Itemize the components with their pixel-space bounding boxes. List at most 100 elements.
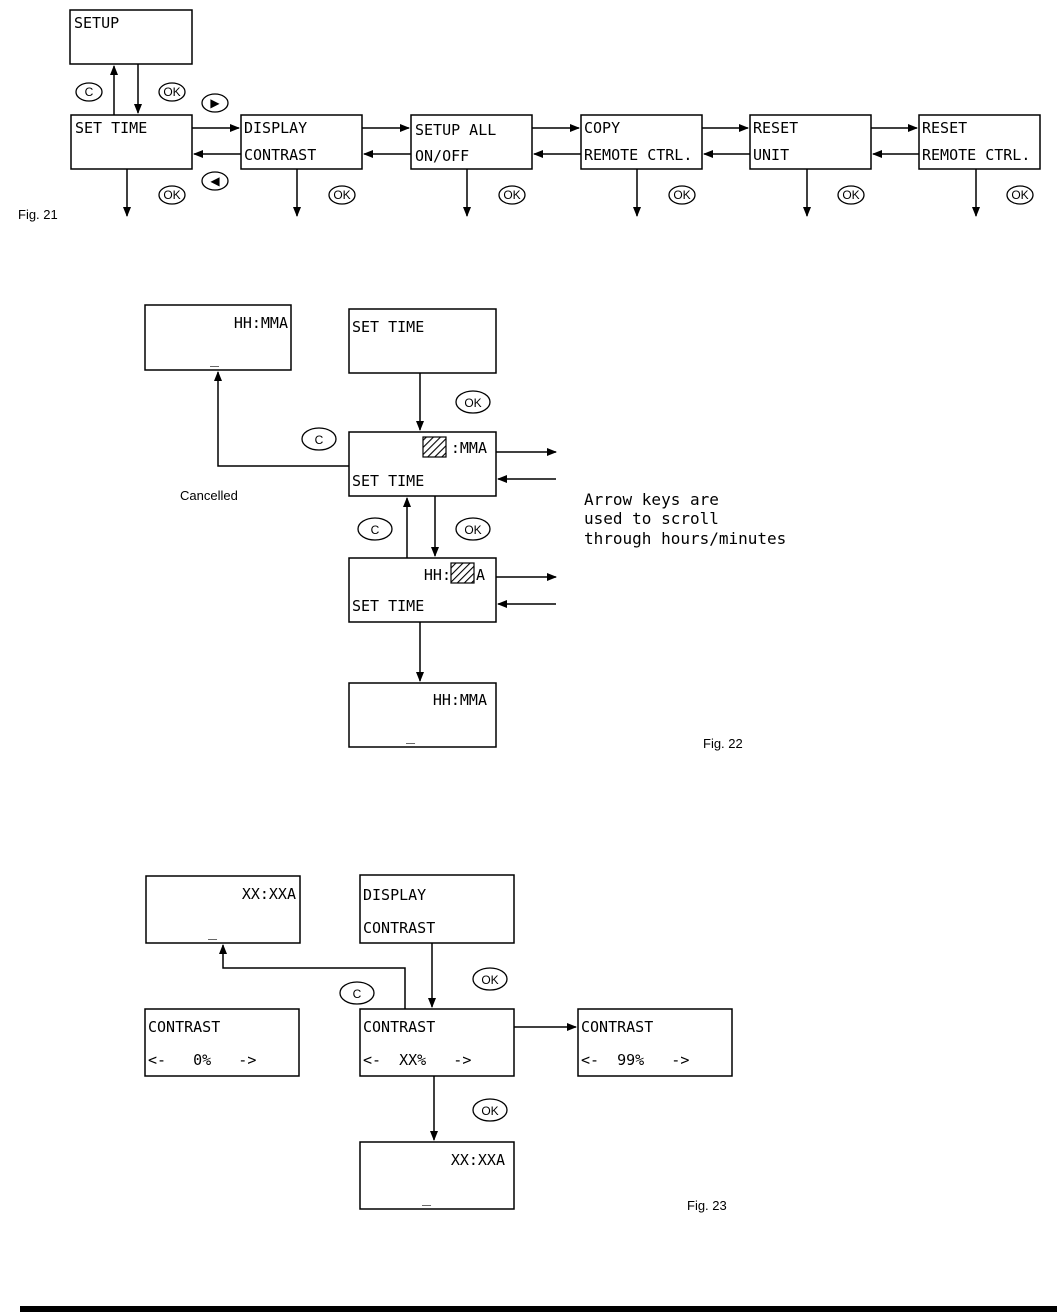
note-line-1: Arrow keys are: [584, 490, 719, 509]
lcd-box-time-display: [144, 304, 292, 371]
svg-text:OK: OK: [163, 85, 180, 99]
ok-key-icon: OK: [158, 82, 186, 102]
svg-text:OK: OK: [163, 188, 180, 202]
lcd-box-contrast-current: [359, 1008, 515, 1077]
fig23-caption: Fig. 23: [687, 1198, 727, 1213]
menu-2-line1: DISPLAY: [244, 119, 307, 137]
lcd-box-display-contrast-start: [359, 874, 515, 944]
fig22-diagram: [144, 304, 557, 748]
ok-key-icon: OK: [472, 967, 508, 991]
svg-text:C: C: [315, 433, 324, 447]
svg-text:C: C: [353, 987, 362, 1001]
time-display-cursor: _: [210, 349, 220, 367]
c-key-icon: C: [301, 427, 337, 451]
menu-5-line2: UNIT: [753, 146, 789, 164]
fig23-buttons: OK C OK: [339, 967, 508, 1122]
time-final-cursor: _: [406, 726, 416, 744]
lcd-box-contrast-min: [144, 1008, 300, 1077]
clock-final-cursor: _: [422, 1188, 432, 1206]
c-key-icon: C: [339, 981, 375, 1005]
page-bottom-rule: [20, 1306, 1057, 1312]
clock-display-cursor: _: [208, 922, 218, 940]
menu-6-line2: REMOTE CTRL.: [922, 146, 1030, 164]
svg-text:OK: OK: [503, 188, 520, 202]
fig22-texts: HH:MMA _ SET TIME :MMA SET TIME HH: A SE…: [180, 314, 786, 751]
svg-text:OK: OK: [481, 973, 498, 987]
contrast-max-line1: CONTRAST: [581, 1018, 653, 1036]
fig22-caption: Fig. 22: [703, 736, 743, 751]
contrast-current-line1: CONTRAST: [363, 1018, 435, 1036]
menu-2-line2: CONTRAST: [244, 146, 316, 164]
setup-label: SETUP: [74, 14, 119, 32]
fig21-diagram: [69, 9, 1041, 217]
lcd-box-setup-all: [410, 114, 533, 170]
lcd-box-setup: [69, 9, 193, 65]
contrast-max-line2: <- 99% ->: [581, 1051, 689, 1069]
svg-text:OK: OK: [842, 188, 859, 202]
clock-final-line1: XX:XXA: [451, 1151, 505, 1169]
minute-cursor-block: [450, 562, 475, 584]
svg-text:OK: OK: [481, 1104, 498, 1118]
svg-text:OK: OK: [464, 396, 481, 410]
fig22-buttons: OK C C OK: [301, 390, 491, 541]
minute-edit-prefix: HH:: [424, 566, 451, 584]
menu-3-line1: SETUP ALL: [415, 121, 496, 139]
c-key-icon: C: [357, 517, 393, 541]
svg-text:▶: ▶: [210, 96, 220, 110]
note-line-3: through hours/minutes: [584, 529, 786, 548]
lcd-box-contrast-max: [577, 1008, 733, 1077]
lcd-box-clock-display: [145, 875, 301, 944]
minute-edit-line2: SET TIME: [352, 597, 424, 615]
note-line-2: used to scroll: [584, 509, 719, 528]
ok-key-icon: OK: [1006, 185, 1034, 205]
set-time-start-line1: SET TIME: [352, 318, 424, 336]
display-contrast-line1: DISPLAY: [363, 886, 426, 904]
display-contrast-line2: CONTRAST: [363, 919, 435, 937]
clock-display-line1: XX:XXA: [242, 885, 296, 903]
lcd-box-set-time-start: [348, 308, 497, 374]
menu-1-line1: SET TIME: [75, 119, 147, 137]
ok-key-icon: OK: [455, 390, 491, 414]
fig23-texts: XX:XXA _ DISPLAY CONTRAST CONTRAST <- 0%…: [148, 885, 727, 1213]
lcd-box-time-final: [348, 682, 497, 748]
menu-6-line1: RESET: [922, 119, 967, 137]
fig21-caption: Fig. 21: [18, 207, 58, 222]
ok-key-icon: OK: [498, 185, 526, 205]
cancelled-label: Cancelled: [180, 488, 238, 503]
ok-key-icon: OK: [158, 185, 186, 205]
menu-4-line2: REMOTE CTRL.: [584, 146, 692, 164]
minute-edit-suffix: A: [476, 566, 485, 584]
menu-3-line2: ON/OFF: [415, 147, 469, 165]
menu-5-line1: RESET: [753, 119, 798, 137]
c-key-icon: C: [75, 82, 103, 102]
lcd-box-minute-edit: [348, 557, 497, 623]
left-arrow-key-icon: ◀: [201, 171, 229, 191]
svg-text:◀: ◀: [210, 174, 220, 188]
svg-text:OK: OK: [333, 188, 350, 202]
fig23-diagram: [144, 874, 733, 1210]
time-display-line1: HH:MMA: [234, 314, 288, 332]
right-arrow-key-icon: ▶: [201, 93, 229, 113]
svg-text:C: C: [85, 85, 94, 99]
fig21-texts: SETUP SET TIME DISPLAY CONTRAST SETUP AL…: [18, 14, 1030, 222]
contrast-min-line2: <- 0% ->: [148, 1051, 256, 1069]
lcd-box-hour-edit: [348, 431, 497, 497]
lcd-box-clock-final: [359, 1141, 515, 1210]
lcd-box-display-contrast: [240, 114, 363, 170]
lcd-box-copy-remote: [580, 114, 703, 170]
contrast-current-line2: <- XX% ->: [363, 1051, 471, 1069]
contrast-min-line1: CONTRAST: [148, 1018, 220, 1036]
arrow-c-to-clock: [219, 944, 406, 1009]
ok-key-icon: OK: [668, 185, 696, 205]
menu-4-line1: COPY: [584, 119, 620, 137]
svg-text:OK: OK: [1011, 188, 1028, 202]
ok-key-icon: OK: [455, 517, 491, 541]
ok-key-icon: OK: [837, 185, 865, 205]
ok-key-icon: OK: [472, 1098, 508, 1122]
lcd-box-reset-remote: [918, 114, 1041, 170]
hour-edit-line2: SET TIME: [352, 472, 424, 490]
time-final-line1: HH:MMA: [433, 691, 487, 709]
lcd-box-set-time: [70, 114, 193, 170]
hour-edit-line1: :MMA: [451, 439, 487, 457]
